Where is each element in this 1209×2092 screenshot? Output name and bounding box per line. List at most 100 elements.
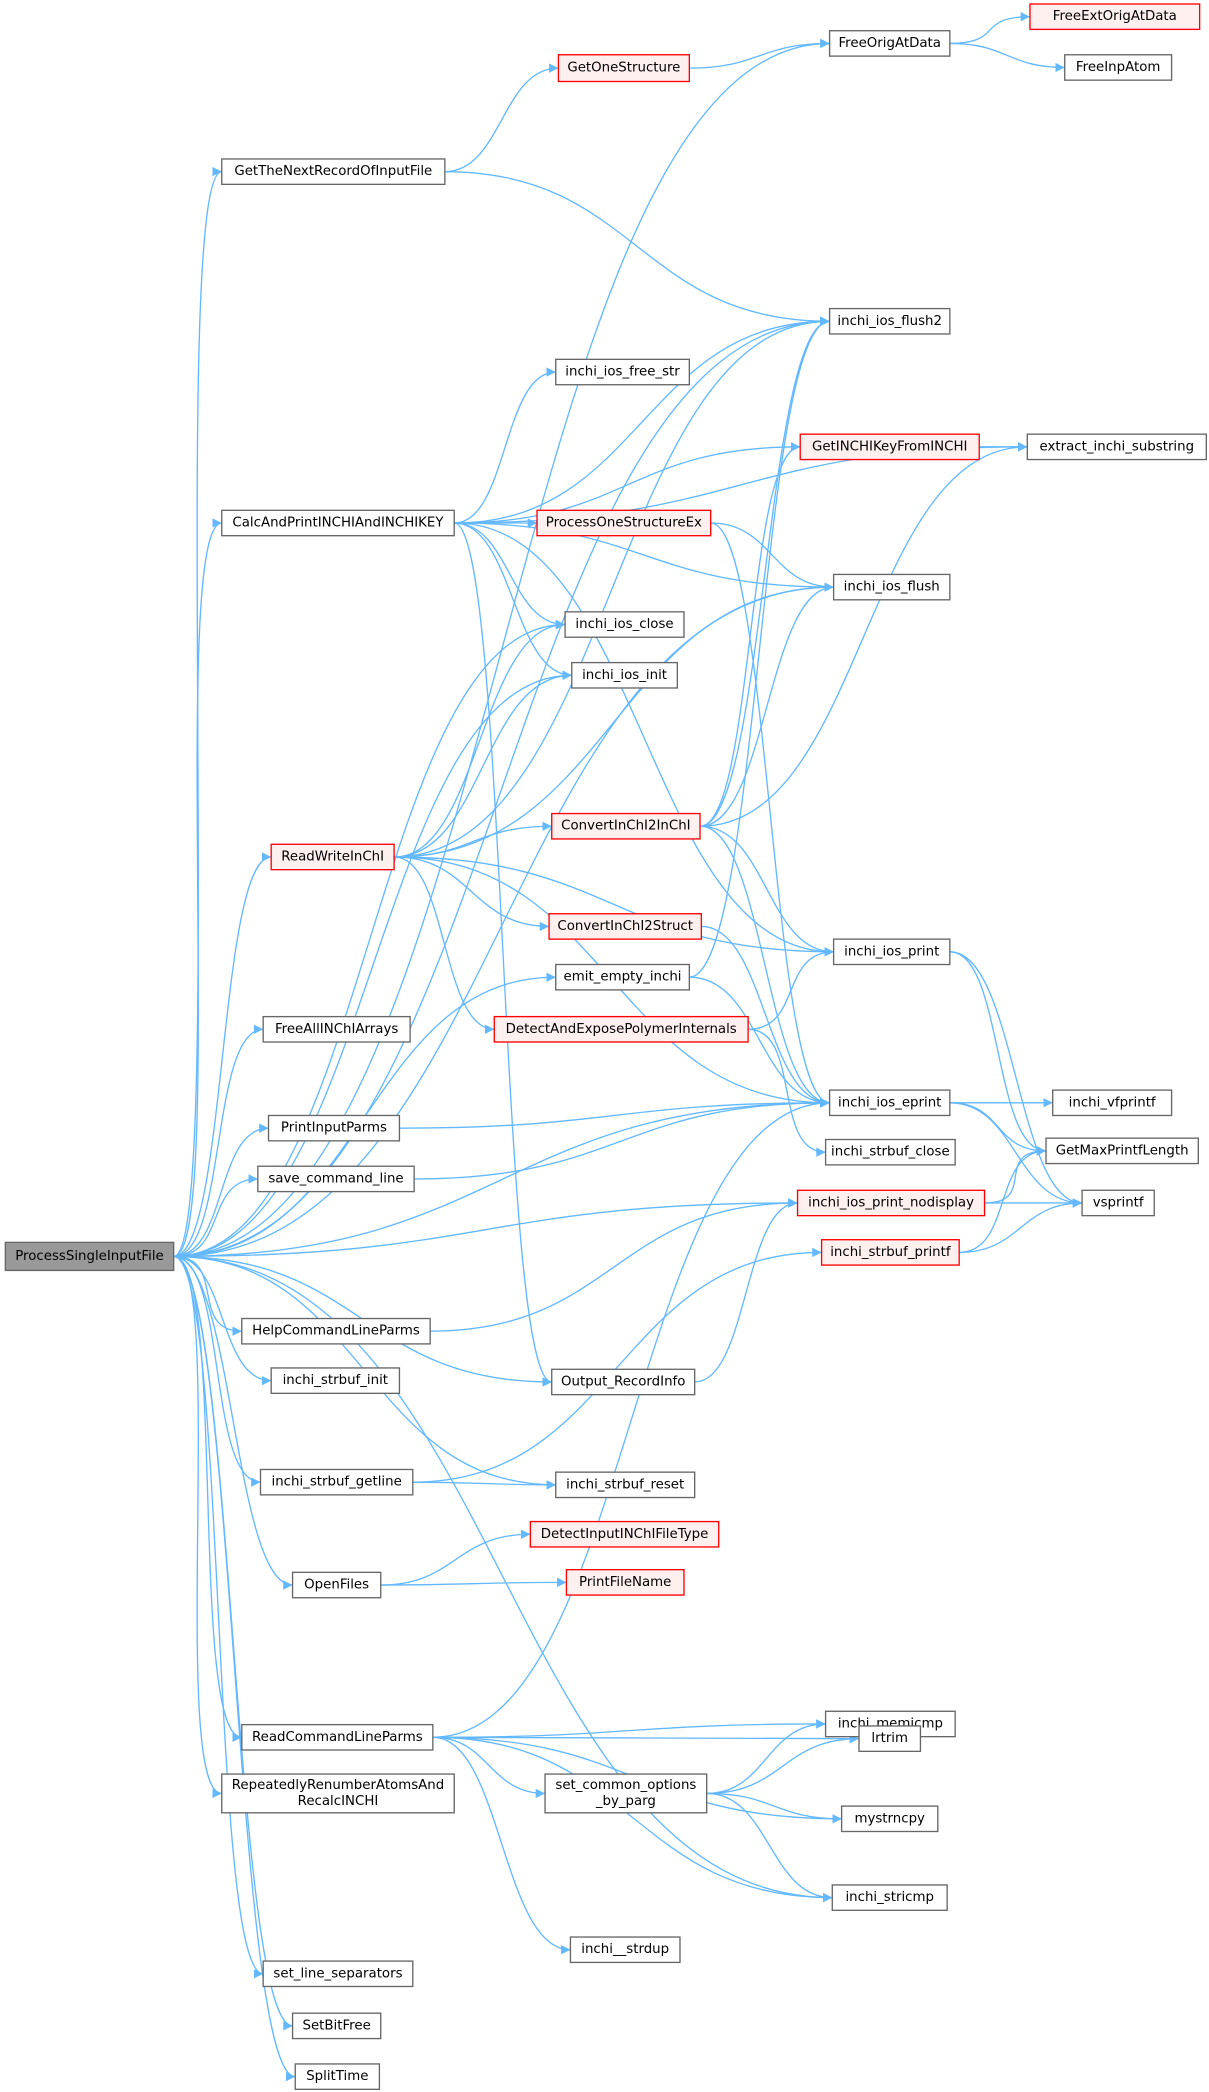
node-nodisp[interactable]: inchi_ios_print_nodisplay [796, 1189, 986, 1217]
edge-psif-to-pip [173, 1123, 269, 1258]
node-label: inchi_strbuf_printf [830, 1245, 951, 1260]
node-pip[interactable]: PrintInputParms [267, 1114, 401, 1142]
node-label: inchi_strbuf_reset [566, 1477, 684, 1492]
node-getkey[interactable]: GetINCHIKeyFromINCHI [799, 433, 980, 461]
node-c2s[interactable]: ConvertInChI2Struct [548, 913, 703, 940]
edge-psif-to-eprint [173, 1098, 830, 1258]
node-extract[interactable]: extract_inchi_substring [1026, 433, 1207, 461]
edge-psif-to-stricmp [173, 1255, 833, 1903]
edge-psif-to-sbinit [173, 1255, 272, 1386]
node-sbinit[interactable]: inchi_strbuf_init [270, 1367, 401, 1394]
node-procone[interactable]: ProcessOneStructureEx [536, 509, 712, 537]
node-linesep[interactable]: set_line_separators [262, 1960, 414, 1988]
edge-rwi-to-flush [394, 582, 834, 858]
node-close[interactable]: inchi_ios_close [564, 611, 685, 638]
node-flush2[interactable]: inchi_ios_flush2 [828, 307, 951, 335]
edge-readcmd-to-eprint [432, 1098, 830, 1738]
edge-freeorig-to-freeinp [949, 42, 1065, 73]
edge-psif-to-calc [173, 518, 222, 1258]
node-poly[interactable]: DetectAndExposePolymerInternals [493, 1015, 749, 1043]
node-freeall[interactable]: FreeAllINChIArrays [262, 1015, 411, 1043]
edge-c2i-to-flush2 [700, 316, 830, 827]
node-setbit[interactable]: SetBitFree [291, 2012, 382, 2040]
node-print[interactable]: inchi_ios_print [832, 938, 951, 966]
edge-rwi-to-poly [394, 856, 495, 1034]
edge-openfiles-to-printfn [380, 1577, 567, 1588]
node-label: inchi_ios_flush2 [837, 314, 942, 329]
edge-procone-to-flush [710, 522, 834, 592]
node-freeext[interactable]: FreeExtOrigAtData [1029, 3, 1201, 31]
node-label: save_command_line [268, 1171, 403, 1186]
node-printfn[interactable]: PrintFileName [565, 1569, 685, 1596]
node-box [270, 843, 395, 871]
edge-rwi-to-close [394, 619, 566, 858]
edge-calc-to-outrec [454, 522, 552, 1387]
node-label: inchi_strbuf_init [283, 1373, 388, 1388]
node-box [828, 30, 951, 57]
node-label: mystrncpy [854, 1811, 925, 1826]
node-label: GetOneStructure [567, 61, 680, 76]
node-box [1026, 433, 1207, 461]
node-getnext[interactable]: GetTheNextRecordOfInputFile [221, 158, 446, 186]
node-help[interactable]: HelpCommandLineParms [241, 1317, 431, 1345]
node-mystrncpy[interactable]: mystrncpy [840, 1805, 939, 1833]
edge-readcmd-to-memicmp [432, 1719, 826, 1738]
node-box [1029, 3, 1201, 31]
node-rwi[interactable]: ReadWriteInChI [270, 843, 395, 871]
node-split[interactable]: SplitTime [294, 2063, 381, 2090]
edge-psif-to-freeall [173, 1024, 264, 1258]
node-outrec[interactable]: Output_RecordInfo [551, 1368, 696, 1396]
node-getone[interactable]: GetOneStructure [557, 54, 690, 83]
edge-getline-to-sbreset [412, 1480, 556, 1490]
edge-c2i-to-flush [700, 582, 834, 827]
node-openfiles[interactable]: OpenFiles [291, 1571, 382, 1599]
node-psif[interactable]: ProcessSingleInputFile [4, 1241, 175, 1272]
node-box [493, 1015, 749, 1043]
node-box [1064, 54, 1173, 81]
node-stricmp[interactable]: inchi_stricmp [831, 1884, 948, 1911]
edge-c2i-to-getkey [699, 442, 801, 827]
node-box [267, 1114, 401, 1142]
node-label: ReadCommandLineParms [252, 1730, 423, 1745]
node-box [555, 358, 690, 386]
node-savecmd[interactable]: save_command_line [257, 1165, 415, 1193]
node-freeorig[interactable]: FreeOrigAtData [828, 30, 951, 57]
node-freeinp[interactable]: FreeInpAtom [1064, 54, 1173, 81]
node-emit[interactable]: emit_empty_inchi [555, 963, 690, 991]
node-lrtrim[interactable]: lrtrim [858, 1725, 922, 1753]
node-sbclose[interactable]: inchi_strbuf_close [824, 1138, 956, 1166]
node-strdup[interactable]: inchi__strdup [569, 1936, 681, 1964]
node-c2i[interactable]: ConvertInChI2InChI [551, 812, 701, 840]
node-label: FreeInpAtom [1076, 60, 1160, 75]
node-getmax[interactable]: GetMaxPrintfLength [1045, 1137, 1199, 1165]
node-setcommon[interactable]: set_common_options_by_parg [544, 1773, 708, 1814]
node-box [828, 1089, 951, 1117]
node-vsprintf[interactable]: vsprintf [1081, 1189, 1155, 1217]
edge-psif-to-split [173, 1255, 296, 2082]
edge-rwi-to-flush2 [394, 316, 830, 858]
node-box [262, 1960, 414, 1988]
node-vfprintf[interactable]: inchi_vfprintf [1052, 1089, 1173, 1117]
node-calc[interactable]: CalcAndPrintINCHIAndINCHIKEY [221, 509, 455, 537]
edge-readcmd-to-setcommon [432, 1736, 546, 1799]
node-readcmd[interactable]: ReadCommandLineParms [241, 1723, 434, 1751]
node-sbprintf[interactable]: inchi_strbuf_printf [820, 1239, 960, 1266]
node-flush[interactable]: inchi_ios_flush [832, 573, 951, 601]
edge-rwi-to-c2s [394, 856, 550, 932]
node-freestr[interactable]: inchi_ios_free_str [555, 358, 690, 386]
node-box [1081, 1189, 1155, 1217]
node-box [241, 1723, 434, 1751]
node-sbreset[interactable]: inchi_strbuf_reset [555, 1471, 696, 1499]
node-label: _by_parg [595, 1794, 656, 1809]
node-label: inchi_strbuf_close [831, 1145, 950, 1160]
node-eprint[interactable]: inchi_ios_eprint [828, 1089, 951, 1117]
edge-c2i-to-print [700, 825, 834, 957]
edges-layer [173, 12, 1083, 2082]
node-detecttype[interactable]: DetectInputINChIFileType [529, 1520, 720, 1548]
node-box [571, 661, 678, 689]
node-getline[interactable]: inchi_strbuf_getline [259, 1468, 414, 1496]
node-init[interactable]: inchi_ios_init [571, 661, 678, 689]
node-label: PrintFileName [579, 1575, 671, 1590]
edge-calc-to-freestr [454, 367, 556, 524]
